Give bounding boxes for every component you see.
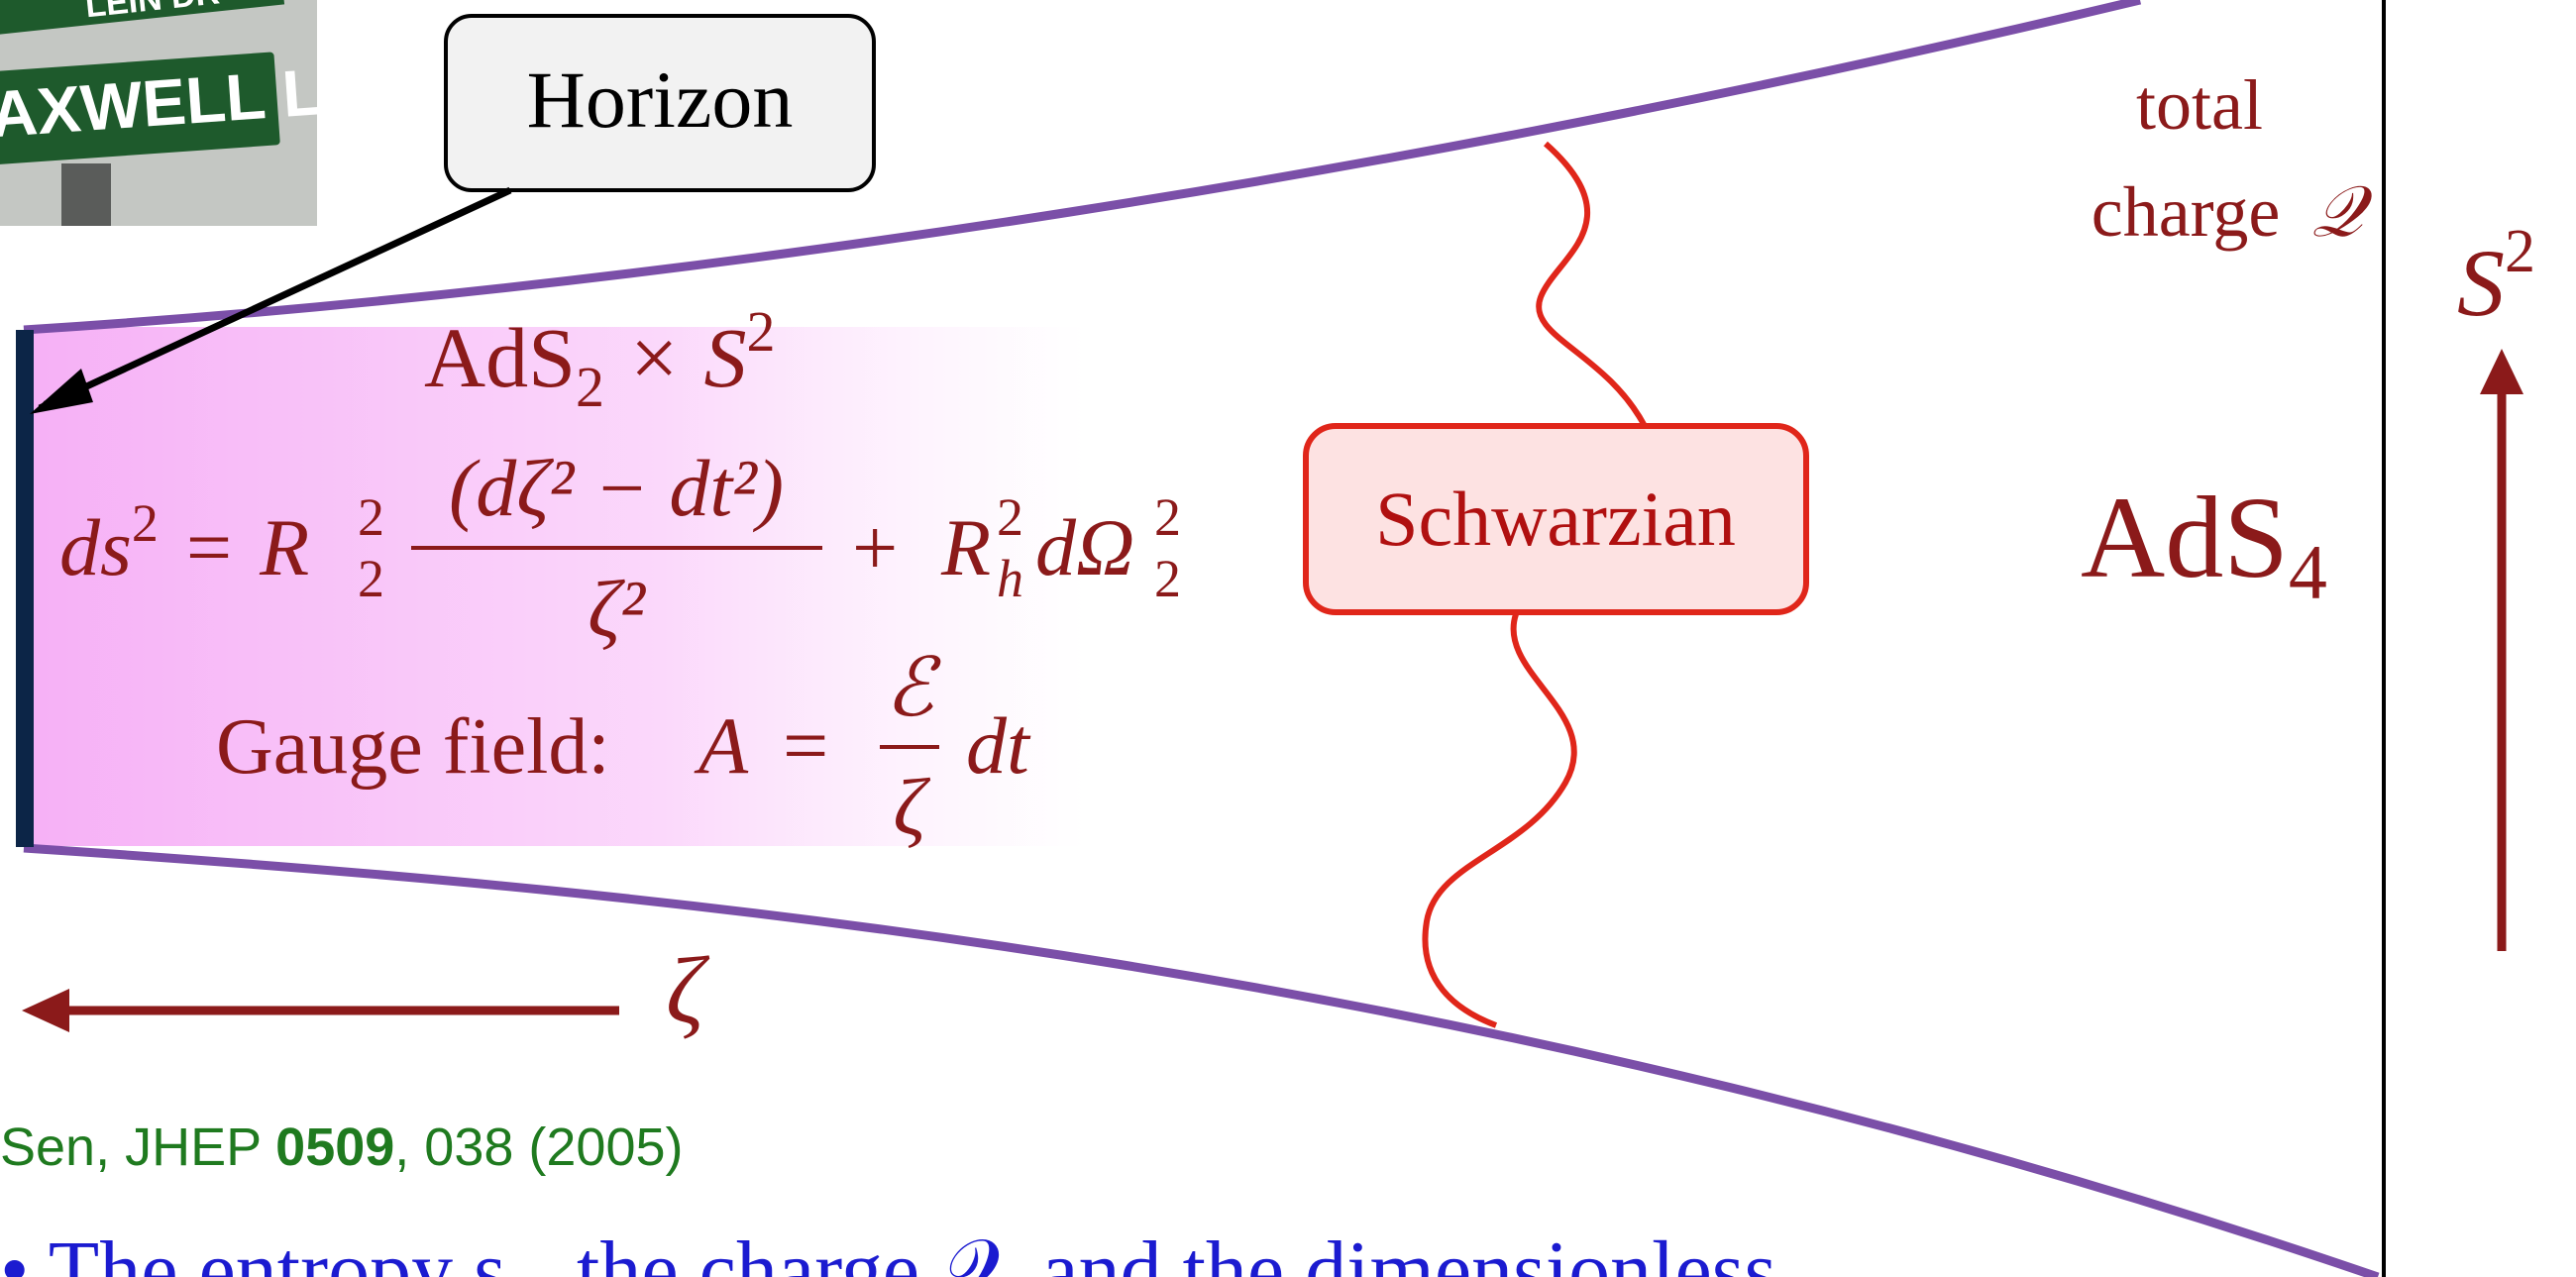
metric-plus: + — [852, 502, 898, 592]
ads2-title: AdS2×S2 — [424, 299, 775, 419]
metric-r-sub: 2 — [358, 549, 384, 608]
metric-r-sup: 2 — [358, 487, 384, 547]
gauge-a: A — [694, 700, 749, 791]
s2-axis-label: S2 — [2457, 218, 2535, 336]
schwarzian-wavy-line-lower — [1425, 614, 1573, 1025]
throat-upper-boundary — [24, 0, 2140, 330]
street-sign-photo: AXWELL LN LEIN DR — [0, 0, 373, 226]
schwarzian-wavy-line-upper — [1539, 144, 1645, 426]
gauge-dt: dt — [966, 700, 1031, 791]
metric-domega: dΩ — [1035, 502, 1134, 592]
gauge-eq: = — [783, 700, 828, 791]
s2-axis-arrowhead — [2480, 349, 2523, 394]
schwarzian-label: Schwarzian — [1375, 476, 1736, 562]
metric-denominator: ζ² — [588, 564, 646, 654]
gauge-prefix: Gauge field: — [216, 703, 610, 791]
ads4-label: AdS4 — [2081, 473, 2327, 615]
total-label: total — [2136, 65, 2263, 145]
zeta-axis-label: ζ — [666, 937, 710, 1043]
throat-lower-boundary — [24, 848, 2378, 1277]
gauge-numerator: ℰ — [885, 643, 941, 733]
citation: Sen, JHEP 0509, 038 (2005) — [0, 1117, 684, 1177]
metric-domega-sup: 2 — [1154, 487, 1181, 547]
charge-symbol: 𝒬 — [2311, 172, 2373, 252]
bottom-bullet-text: • The entropy s₀, the charge 𝒬, and the … — [0, 1224, 1776, 1277]
charge-prefix: charge — [2092, 172, 2281, 252]
zeta-axis-arrowhead — [22, 989, 69, 1032]
metric-numerator: (dζ² − dt²) — [449, 443, 784, 533]
horizon-label: Horizon — [527, 54, 794, 145]
horizon-bar — [16, 330, 34, 847]
metric-domega-sub: 2 — [1154, 549, 1181, 608]
gauge-denominator: ζ — [893, 762, 930, 852]
metric-rh-sup: 2 — [997, 487, 1023, 547]
metric-rh: R — [940, 502, 991, 592]
metric-rh-sub: h — [997, 549, 1023, 608]
charge-label: charge 𝒬 — [2092, 172, 2374, 252]
